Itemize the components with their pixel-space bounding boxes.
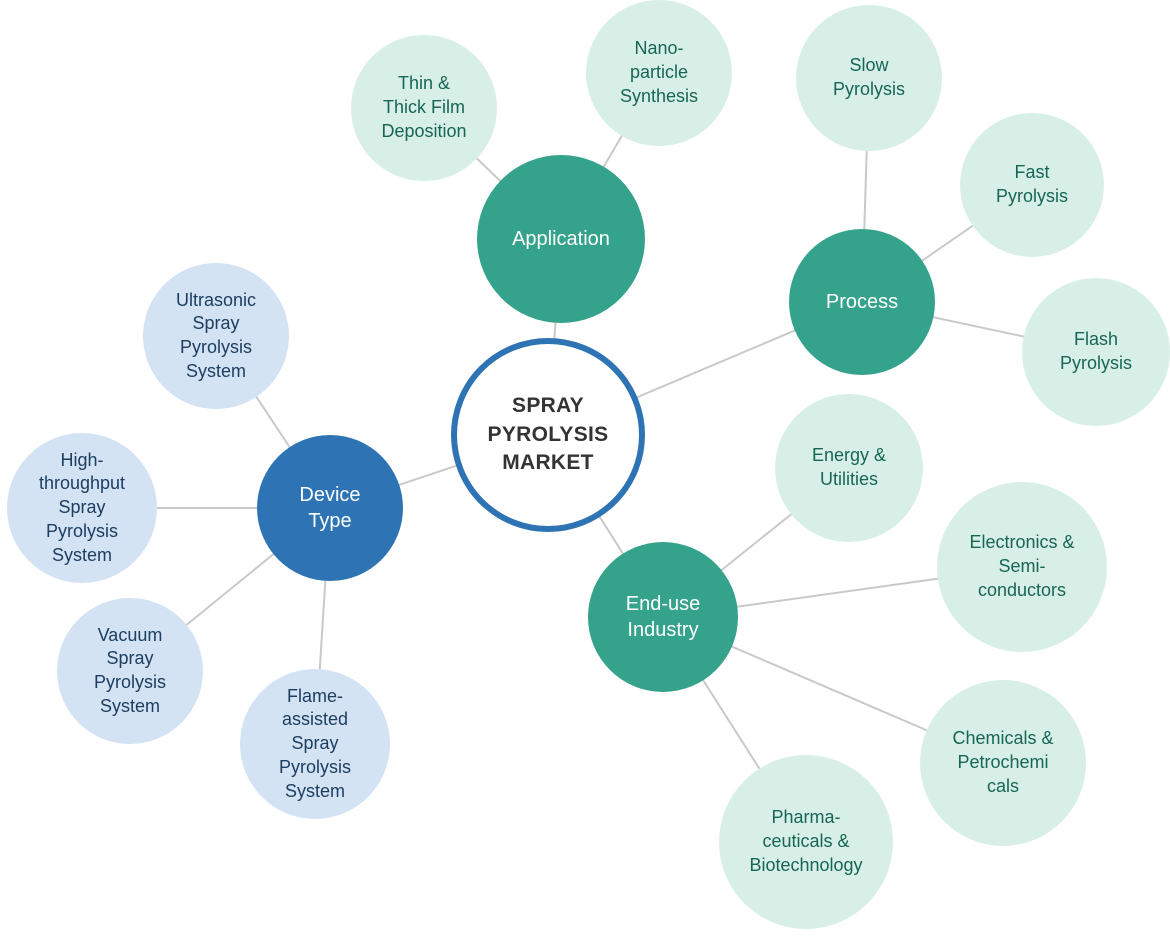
node-label-line: Semi- <box>998 556 1046 577</box>
node-label-line: SPRAY <box>512 393 584 417</box>
node-label-line: Process <box>825 290 899 313</box>
node-label-line: Spray <box>58 497 106 518</box>
node-label-line: Deposition <box>381 120 467 141</box>
node-label-line: Pyrolysis <box>832 79 905 99</box>
node-label-line: Biotechnology <box>749 854 863 875</box>
node-label-line: conductors <box>977 579 1067 600</box>
node-label-line: Synthesis <box>619 85 699 106</box>
node-label-line: Pharma- <box>771 807 841 828</box>
node-process: Process <box>789 229 935 375</box>
node-label-line: System <box>51 544 112 565</box>
node-label-line: System <box>99 695 160 716</box>
node-label-line: Pyrolysis <box>278 756 351 777</box>
node-label-line: High- <box>60 449 104 470</box>
node-label-line: Spray <box>291 733 339 754</box>
node-pharmaceuticals-biotechnology: Pharma-ceuticals &Biotechnology <box>719 755 893 929</box>
node-center: SPRAY PYROLYSIS MARKET <box>451 338 645 532</box>
node-label-line: PYROLYSIS <box>487 422 609 446</box>
node-electronics-semiconductors: Electronics & Semi-conductors <box>937 482 1107 652</box>
node-label-line: Energy & <box>811 445 887 466</box>
node-label-line: Nano- <box>634 38 684 59</box>
node-energy-utilities: Energy & Utilities <box>775 394 923 542</box>
node-label-line: Utilities <box>819 469 878 489</box>
node-application: Application <box>477 155 645 323</box>
node-label-line: End-use <box>625 592 701 615</box>
node-label-line: Pyrolysis <box>179 337 252 357</box>
node-label-line: assisted <box>281 709 349 730</box>
node-label-line: Pyrolysis <box>995 186 1068 206</box>
node-label-line: Pyrolysis <box>93 672 166 692</box>
node-label-line: MARKET <box>502 451 594 475</box>
node-label-line: Pyrolysis <box>1059 353 1132 373</box>
node-label-line: Chemicals & <box>952 728 1054 749</box>
node-label-line: Spray <box>106 648 154 669</box>
node-label-line: Pyrolysis <box>45 520 118 541</box>
node-label-line: Thick Film <box>383 97 465 118</box>
node-label-line: Slow <box>849 55 889 76</box>
node-label-line: Electronics & <box>969 532 1075 553</box>
node-label-line: Application <box>512 227 610 250</box>
node-label-line: Fast <box>1014 162 1050 183</box>
node-label-line: Flash <box>1073 329 1118 350</box>
node-label-line: Ultrasonic <box>175 289 257 310</box>
node-label-line: Type <box>308 510 352 532</box>
node-label-line: Flame- <box>286 685 343 706</box>
node-label-line: Industry <box>627 619 699 641</box>
node-label-line: Device <box>299 483 361 506</box>
node-label-line: Spray <box>192 313 240 334</box>
node-label-line: particle <box>629 62 689 83</box>
node-label-line: System <box>284 780 345 801</box>
node-label-line: System <box>185 360 246 381</box>
node-label-line: Thin & <box>397 73 451 94</box>
node-label-line: Vacuum <box>97 624 163 645</box>
node-label-line: cals <box>986 775 1019 796</box>
node-label-line: throughput <box>38 473 126 494</box>
node-label-line: Petrochemi <box>957 752 1049 773</box>
node-label-line: ceuticals & <box>762 831 850 852</box>
